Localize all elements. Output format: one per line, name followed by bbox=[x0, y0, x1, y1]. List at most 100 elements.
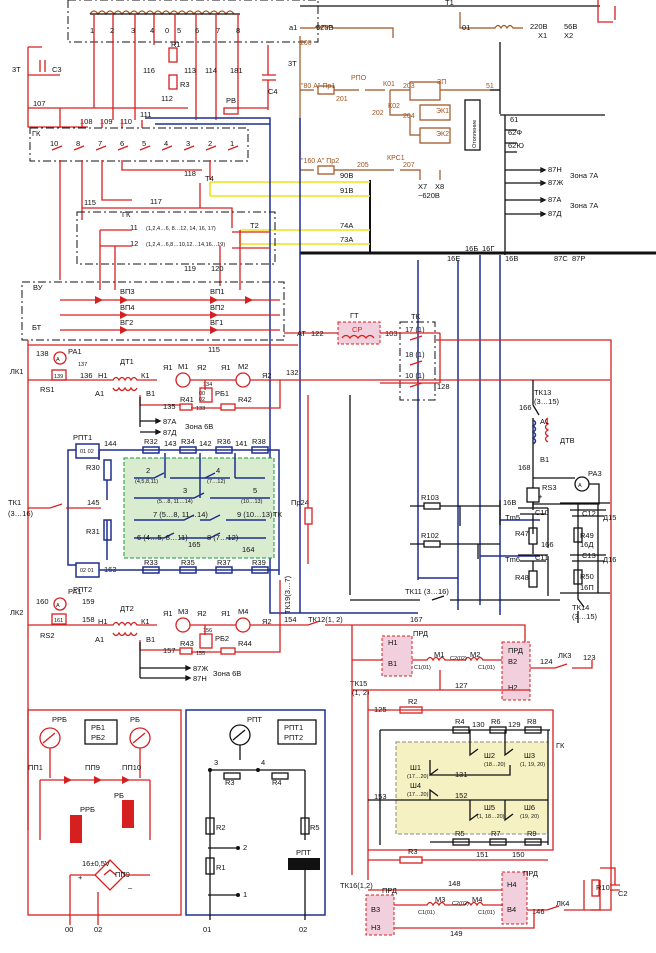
r103-label: R103 bbox=[421, 493, 439, 502]
3t-left: 3Т bbox=[12, 65, 21, 74]
rrb-label: РРБ bbox=[52, 715, 67, 724]
prd-label-2: ПРД bbox=[508, 646, 523, 655]
tk11-label: ТК11 (3…16) bbox=[405, 587, 449, 596]
r4-label: R4 bbox=[455, 717, 465, 726]
16v-label: 16В bbox=[505, 254, 518, 263]
gk-num-5: 5 bbox=[142, 139, 146, 148]
pp9-label: ПП9 bbox=[85, 763, 100, 772]
tk15-label: ТК15 bbox=[350, 679, 367, 688]
gk-lower-block: ГК 11 12 (1,2,4…6, 8…12, 14, 16, 17) (1,… bbox=[76, 210, 276, 290]
n120-label: 120 bbox=[211, 264, 224, 273]
sw4-label: 4 bbox=[216, 466, 220, 475]
dtv-block: ТК13 (3…15) 166 А1 ДТВ В1 168 RS3 A РА3 … bbox=[518, 380, 602, 510]
pa3-label: РА3 bbox=[588, 469, 602, 478]
620v-label: 620В bbox=[316, 23, 334, 32]
r33-label: R33 bbox=[144, 558, 158, 567]
n146-label: 146 bbox=[532, 907, 545, 916]
r32-label: R32 bbox=[144, 437, 158, 446]
n116-label: 116 bbox=[143, 66, 155, 75]
r41-label: R41 bbox=[180, 395, 194, 404]
n139-label: 139 bbox=[54, 374, 63, 380]
n51-label: 51 bbox=[486, 83, 494, 90]
r4b-label: R4 bbox=[272, 778, 282, 787]
n204-label: 204 bbox=[403, 113, 415, 120]
a1b-label: А1 bbox=[95, 389, 104, 398]
gk-bottom-label: ГК bbox=[556, 741, 565, 750]
krs1-label: КРС1 bbox=[387, 155, 405, 162]
zone6v-2-label: Зона 6В bbox=[213, 669, 241, 678]
n115-label: 115 bbox=[84, 198, 96, 207]
16b-label: 16Б bbox=[465, 244, 478, 253]
c10-label: С10 bbox=[535, 508, 549, 517]
plus-label: + bbox=[78, 873, 83, 882]
n133-label: 133 bbox=[196, 406, 205, 412]
rb-box-label: РБ bbox=[114, 791, 124, 800]
rpt1-label: РПТ1 bbox=[73, 433, 92, 442]
n00b-label: 00 bbox=[65, 925, 73, 934]
n150-label: 150 bbox=[512, 850, 525, 859]
b1-label: В1 bbox=[146, 389, 155, 398]
n111-label: 111 bbox=[140, 110, 151, 119]
m3b-label: М3 bbox=[435, 895, 445, 904]
n201-label: 201 bbox=[336, 96, 348, 103]
56v-label: 56В bbox=[564, 22, 577, 31]
gk-upper-label: ГК bbox=[32, 129, 41, 138]
pr2-label: "160 А" Пр2 bbox=[301, 158, 339, 165]
tap-7: 7 bbox=[216, 26, 220, 35]
n110-label: 110 bbox=[120, 117, 132, 126]
r34-label: R34 bbox=[181, 437, 195, 446]
r38-label: R38 bbox=[252, 437, 266, 446]
p4-label: 4 bbox=[261, 758, 265, 767]
svg-text:Я2: Я2 bbox=[197, 609, 207, 618]
n148-label: 148 bbox=[448, 879, 461, 888]
87n-2-label: 87Н bbox=[193, 674, 207, 683]
r6-label: R6 bbox=[491, 717, 501, 726]
gk-num-10: 10 bbox=[50, 139, 58, 148]
r2b-label: R2 bbox=[216, 823, 226, 832]
n137-label: 137 bbox=[78, 362, 87, 368]
n149-label: 149 bbox=[450, 929, 463, 938]
k02-label: К02 bbox=[388, 103, 400, 110]
n112-label: 112 bbox=[161, 94, 173, 103]
c1014-label: С1(01) bbox=[478, 910, 495, 916]
v2-label: В2 bbox=[508, 657, 517, 666]
tk12-label: ТК12(1, 2) bbox=[308, 615, 343, 624]
n62yu-label: 62Ю bbox=[508, 141, 524, 150]
transformer-t1-area: 1 2 3 4 0 5 6 7 8 Т1 а1 620В 01 220В 56В… bbox=[67, 0, 616, 170]
gk-lower-label: ГК bbox=[122, 210, 131, 219]
n181-label: 181 bbox=[230, 66, 243, 75]
n62f-label: 62Ф bbox=[508, 128, 522, 137]
16p-label: 16П bbox=[580, 583, 594, 592]
m2b-label: М2 bbox=[470, 650, 480, 659]
prd-label-1: ПРД bbox=[413, 629, 428, 638]
c12-label: С12 bbox=[582, 509, 596, 518]
rb-label: РБ bbox=[130, 715, 140, 724]
lk4-label: ЛК4 bbox=[556, 899, 569, 908]
sh6-label: Ш6 bbox=[524, 803, 535, 812]
n127-label: 127 bbox=[455, 681, 468, 690]
n02c-label: 02 bbox=[299, 925, 307, 934]
n151-label: 151 bbox=[476, 850, 489, 859]
sw2-range: (4,5,8,11) bbox=[135, 479, 158, 485]
h4-label: Н4 bbox=[507, 880, 517, 889]
620v-ac-label: ~620В bbox=[418, 191, 440, 200]
pp9b-label: ПП9 bbox=[115, 870, 130, 879]
n128-label: 128 bbox=[437, 382, 450, 391]
p1-label: 1 bbox=[243, 890, 247, 899]
svg-text:Я1: Я1 bbox=[163, 609, 173, 618]
vu-label: ВУ bbox=[33, 283, 43, 292]
tk10-label: 10 (1) bbox=[405, 371, 425, 380]
at-label: АТ bbox=[297, 329, 306, 338]
sw6-label: 6 (4…5, 8…11) bbox=[137, 533, 188, 542]
n155-label: 155 bbox=[196, 651, 205, 657]
a1-label: а1 bbox=[289, 23, 297, 32]
vp4-label: ВП4 bbox=[120, 303, 135, 312]
rpt3-label: РПТ bbox=[296, 848, 311, 857]
ya1-label: Я1 bbox=[163, 363, 173, 372]
n129-label: 129 bbox=[508, 720, 521, 729]
minus-label: – bbox=[128, 883, 133, 892]
h2-label: Н2 bbox=[508, 683, 518, 692]
r5-label: R5 bbox=[455, 829, 465, 838]
vp3-label: ВП3 bbox=[120, 287, 135, 296]
n01-label: 01 bbox=[462, 23, 470, 32]
